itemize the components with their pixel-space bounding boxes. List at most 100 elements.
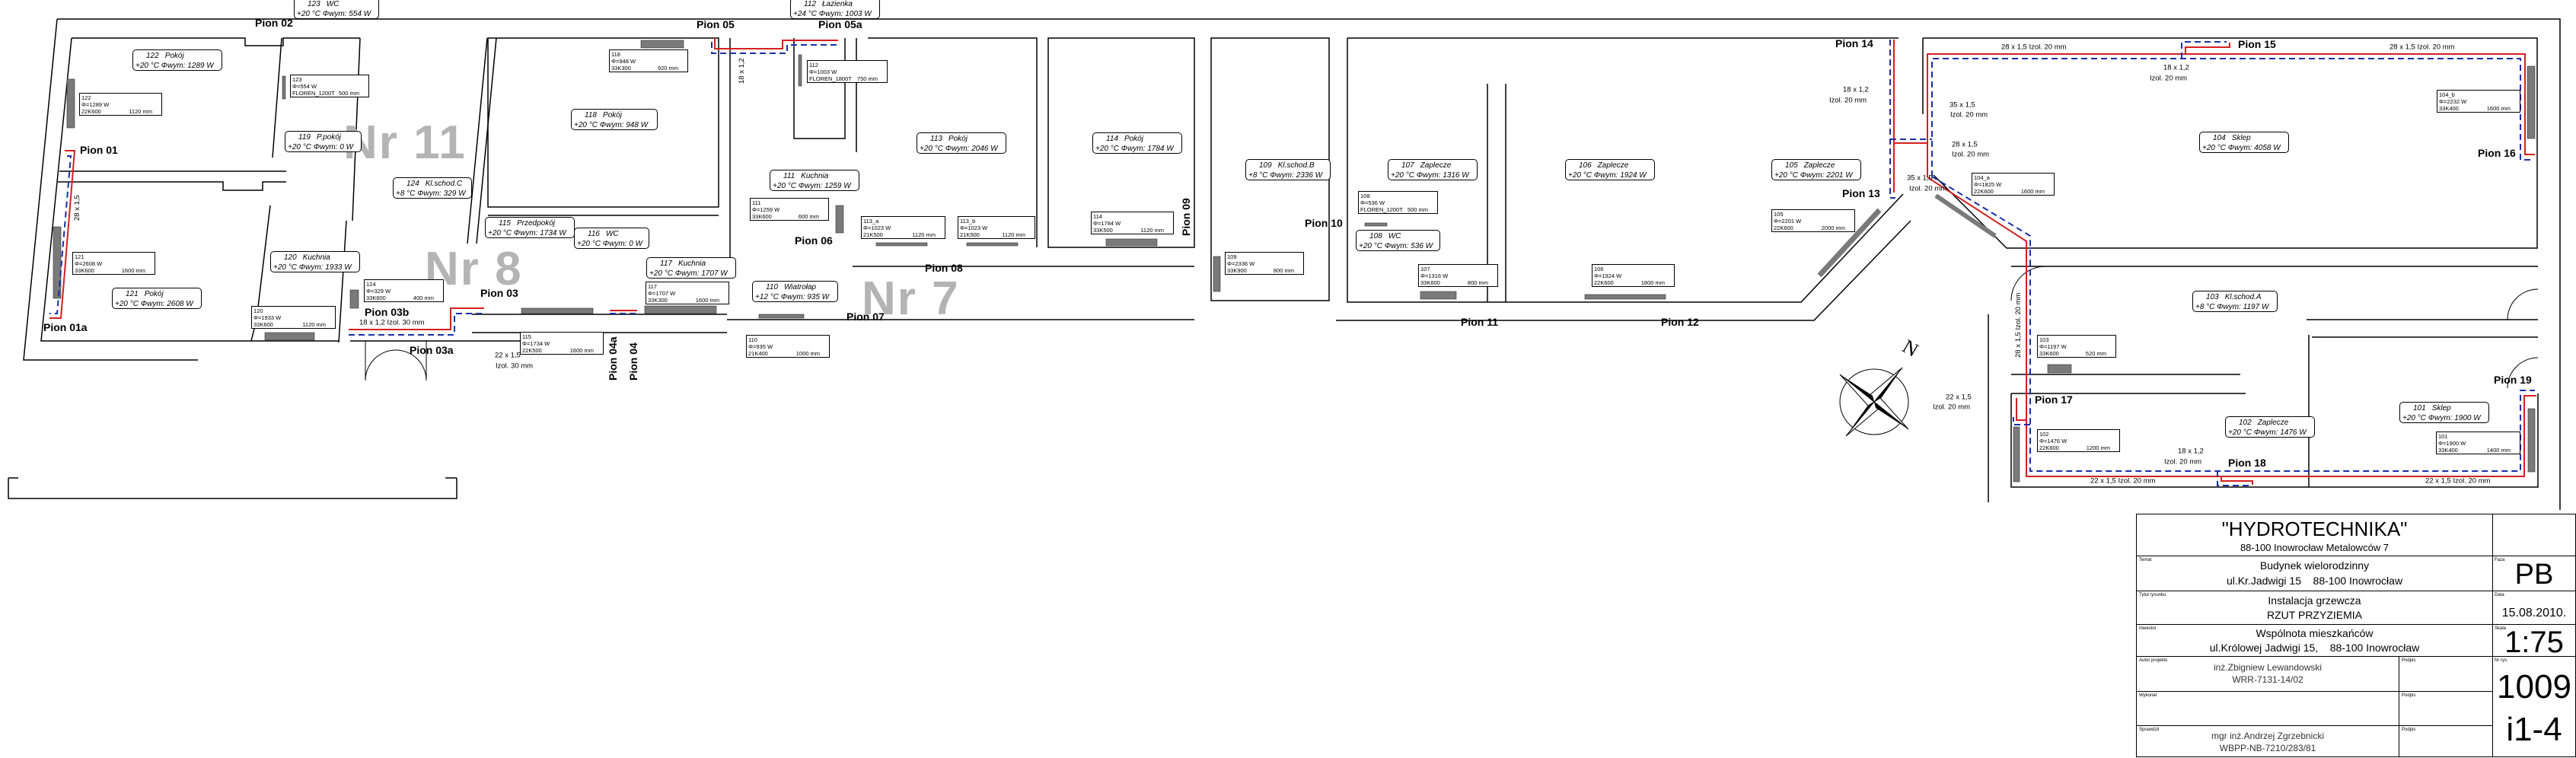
investor-label: Inwestor <box>2139 626 2157 631</box>
riser-label: Pion 03a <box>410 344 454 356</box>
company-name: "HYDROTECHNIKA" <box>2221 518 2408 540</box>
walls <box>8 18 2561 510</box>
sheet-number: i1-4 <box>2506 711 2562 748</box>
radiator-id: 122 <box>81 94 91 101</box>
room-number: 110 <box>766 283 778 291</box>
radiator-power: Φ=1734 W <box>522 340 550 347</box>
radiator-id: 109 <box>1227 253 1237 260</box>
radiator-id: 117 <box>648 283 657 290</box>
room-name: Zaplecze <box>1597 161 1629 170</box>
pipe-size-label: 18 x 1,2 <box>2163 63 2189 72</box>
pipe-size-label: 18 x 1,2 <box>1843 85 1869 94</box>
drawing-number-label: Nr rys. <box>2495 658 2508 663</box>
room-heat-load: +20 °C Φwym: 1476 W <box>2228 428 2307 437</box>
room-number: 112 <box>804 0 816 8</box>
title-block: "HYDROTECHNIKA" 88-100 Inowrocław Metalo… <box>2136 514 2576 757</box>
radiator-model: 22K600 <box>1774 225 1793 231</box>
riser-label: Pion 18 <box>2228 457 2266 469</box>
riser-label: Pion 17 <box>2035 393 2073 406</box>
radiator-model: 22K600 <box>81 108 101 115</box>
room-heat-load: +20 °C Φwym: 4058 W <box>2202 144 2281 152</box>
room-heat-load: +8 °C Φwym: 2336 W <box>1248 171 1323 180</box>
riser-label: Pion 14 <box>1835 37 1873 49</box>
radiator-power: Φ=1784 W <box>1093 220 1121 227</box>
room-title: 112 Łazienka <box>793 0 877 9</box>
author-label: Autor projektu <box>2139 658 2168 663</box>
radiator-model: FLOREN_1200T <box>292 90 335 97</box>
pipe-size-label: Izol. 20 mm <box>1933 403 1971 412</box>
radiator-model: 33K300 <box>648 297 668 304</box>
riser-label: Pion 01a <box>43 321 88 333</box>
radiator-length: 1120 mm <box>302 321 326 328</box>
riser-label: Pion 05a <box>818 18 862 30</box>
radiator-id: 106 <box>1594 266 1604 272</box>
date-value: 15.08.2010. <box>2501 607 2567 619</box>
radiator-length: 1000 mm <box>795 350 820 357</box>
riser-label: Pion 06 <box>795 234 833 247</box>
room-name: WC <box>605 230 619 238</box>
riser-label: Pion 12 <box>1661 316 1699 328</box>
radiator-model: FLOREN_1800T <box>809 75 852 82</box>
investor-line1: Wspólnota mieszkańców <box>2256 627 2374 639</box>
room-heat-load: +20 °C Φwym: 2046 W <box>920 145 998 153</box>
subject-label: Temat <box>2139 558 2152 562</box>
radiator-length: 1600 mm <box>2020 188 2045 195</box>
radiator-length: 1400 mm <box>2486 447 2511 454</box>
room-heat-load: +20 °C Φwym: 1707 W <box>649 269 728 278</box>
riser-label: Pion 10 <box>1305 217 1343 229</box>
radiator-power: Φ=1023 W <box>960 225 988 231</box>
room-heat-load: +20 °C Φwym: 1316 W <box>1391 171 1469 180</box>
apartment-number-watermark: Nr 7 <box>862 272 960 325</box>
pipe-size-label: Izol. 20 mm <box>2150 74 2188 83</box>
room-name: Przedpokój <box>516 219 555 228</box>
radiator-model: 33K500 <box>1093 227 1113 234</box>
room-number: 119 <box>298 133 311 142</box>
radiator-id: 112 <box>809 62 818 68</box>
room-heat-load: +20 °C Φwym: 1259 W <box>773 182 851 190</box>
room-name: Łazienka <box>821 0 853 8</box>
phase-value: PB <box>2514 559 2554 591</box>
radiator-id: 103 <box>2039 336 2049 343</box>
radiator-id: 123 <box>292 76 302 83</box>
room-name: Zaplecze <box>1803 161 1835 170</box>
riser-label: Pion 11 <box>1461 316 1499 328</box>
room-name: Sklep <box>2431 404 2451 412</box>
room-heat-load: +20 °C Φwym: 1289 W <box>135 62 214 70</box>
pipe-size-label: 28 x 1,5 Izol. 20 mm <box>2389 43 2455 52</box>
room-number: 109 <box>1259 161 1272 170</box>
room-name: Kl.schod.A <box>2224 293 2262 301</box>
scale-label: Skala <box>2495 626 2507 631</box>
room-heat-load: +20 °C Φwym: 1933 W <box>273 263 352 272</box>
return-pipes <box>49 40 2535 486</box>
